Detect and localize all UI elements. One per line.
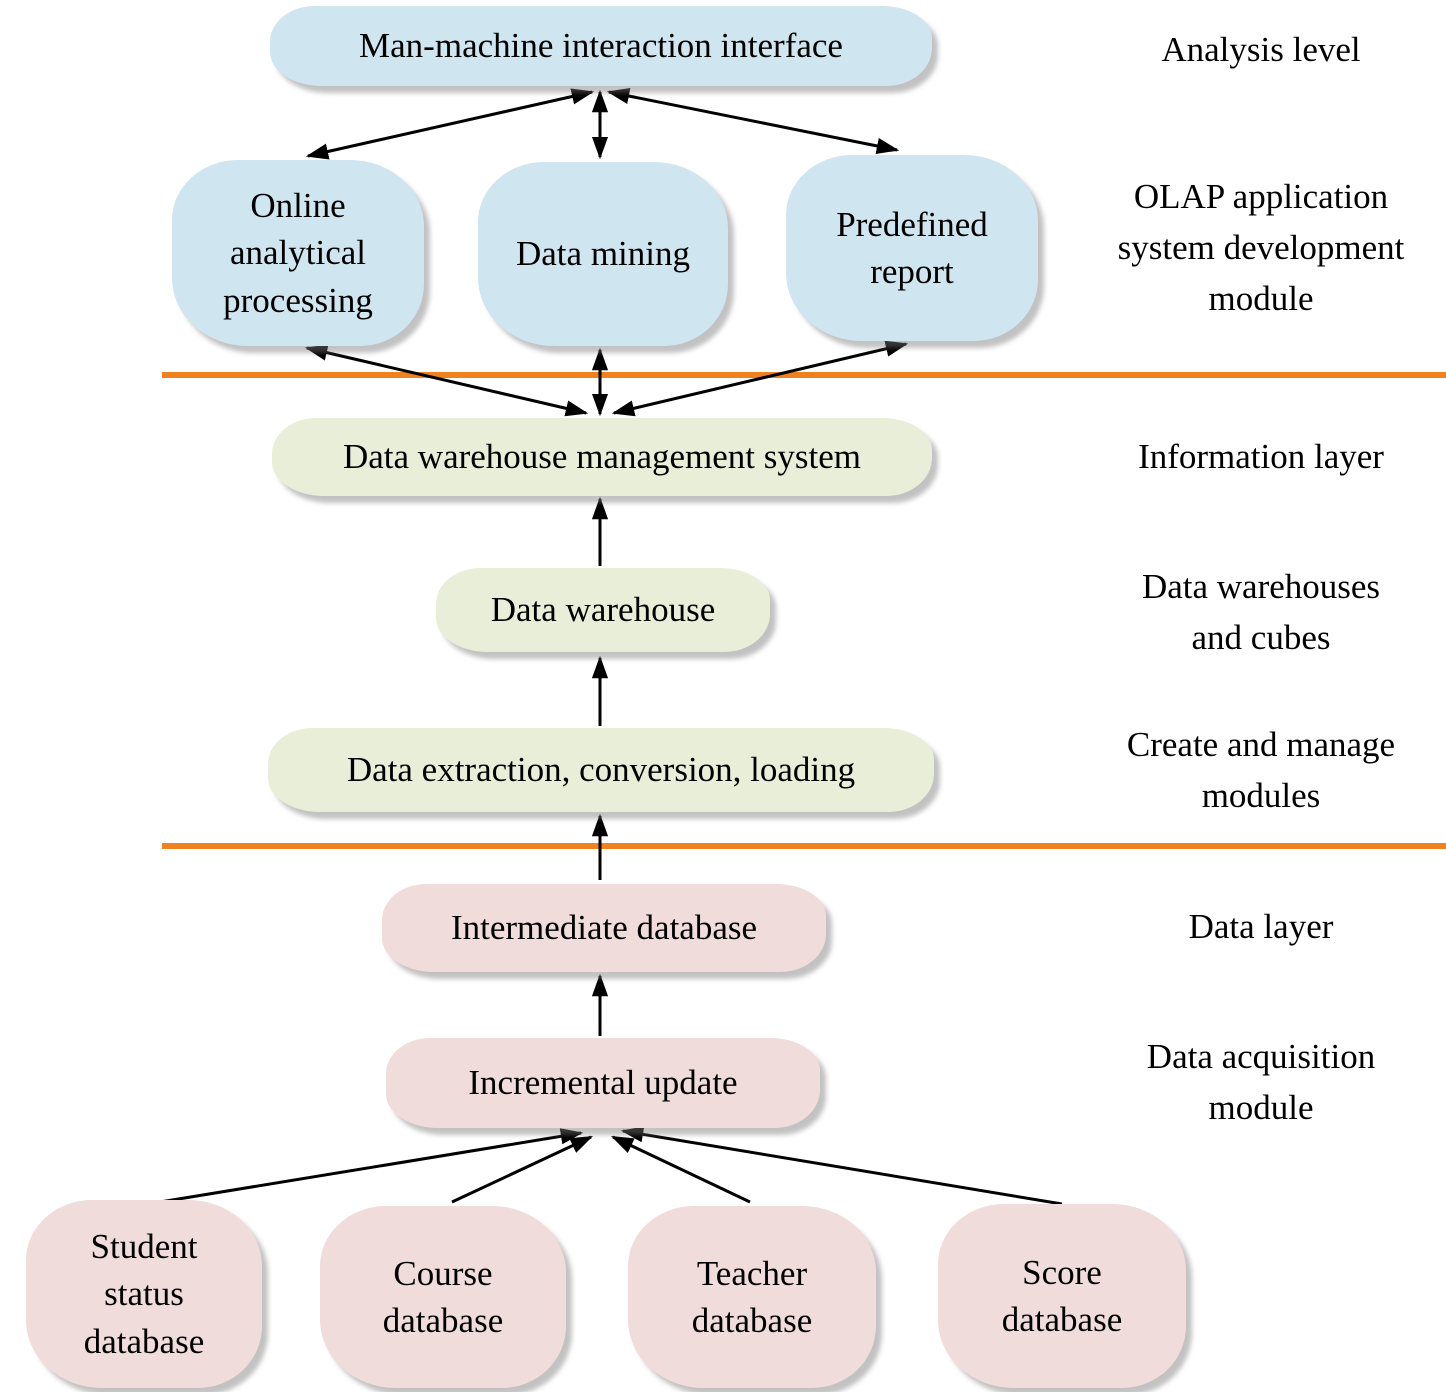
arrow-teacherdb-iu (610, 1135, 751, 1204)
arrow-scoredb-iu (620, 1126, 1063, 1206)
node-label: Man-machine interaction interface (359, 26, 843, 66)
node-label: Course database (382, 1253, 504, 1340)
node-data-extraction-conversion-loading: Data extraction, conversion, loading (268, 728, 934, 812)
node-label: Score database (1001, 1252, 1123, 1339)
node-predefined-report: Predefined report (786, 155, 1038, 341)
node-data-warehouse-management-system: Data warehouse management system (272, 418, 932, 496)
label-data-warehouses-and-cubes: Data warehouses and cubes (1141, 567, 1381, 657)
node-label: Incremental update (468, 1063, 738, 1103)
label-data-acquisition-module: Data acquisition module (1146, 1037, 1376, 1127)
node-label: Intermediate database (450, 908, 758, 948)
node-data-warehouse: Data warehouse (436, 568, 770, 652)
node-label: Online analytical processing (223, 186, 373, 320)
node-label: Data warehouse (490, 590, 716, 630)
label-olap-application-module: OLAP application system development modu… (1117, 177, 1405, 318)
node-incremental-update: Incremental update (386, 1038, 820, 1128)
arrow-report-dwms (611, 340, 909, 417)
arrow-mmi-olap (305, 88, 595, 160)
label-analysis-level: Analysis level (1161, 30, 1361, 69)
node-teacher-database: Teacher database (628, 1206, 876, 1388)
node-label: Student status database (83, 1227, 205, 1361)
node-online-analytical-processing: Online analytical processing (172, 160, 424, 346)
label-data-layer: Data layer (1188, 907, 1334, 946)
arrow-mmi-report (606, 88, 900, 154)
node-label: Data extraction, conversion, loading (346, 750, 856, 790)
node-data-mining: Data mining (478, 162, 728, 346)
node-intermediate-database: Intermediate database (382, 884, 826, 972)
node-man-machine-interface: Man-machine interaction interface (270, 6, 932, 86)
node-course-database: Course database (320, 1206, 566, 1388)
node-score-database: Score database (938, 1204, 1186, 1388)
node-student-status-database: Student status database (26, 1200, 262, 1388)
node-label: Predefined report (836, 204, 988, 291)
node-label: Teacher database (691, 1253, 813, 1340)
label-create-and-manage-modules: Create and manage modules (1126, 725, 1396, 815)
arrow-coursedb-iu (451, 1135, 594, 1204)
label-information-layer: Information layer (1138, 437, 1384, 476)
node-label: Data mining (516, 234, 690, 274)
arrow-olap-dwms (304, 344, 589, 417)
node-label: Data warehouse management system (342, 437, 861, 477)
arrow-studentdb-iu (147, 1128, 584, 1206)
